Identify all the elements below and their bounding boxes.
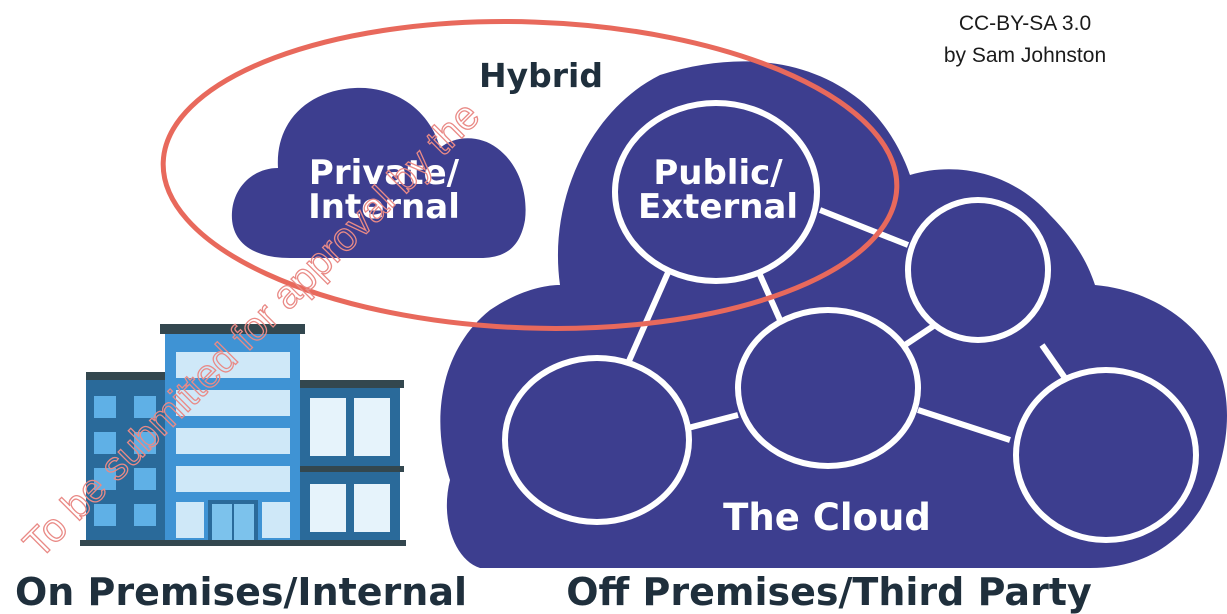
on-premises-label: On Premises/Internal xyxy=(15,570,467,614)
node-top-right xyxy=(905,197,1051,343)
link-middle-topright xyxy=(903,322,937,348)
hybrid-outline xyxy=(160,19,900,331)
private-cloud-shape xyxy=(231,87,526,258)
link-public-topright xyxy=(818,207,910,248)
public-node-label-1: Public/ xyxy=(653,153,783,193)
hybrid-label: Hybrid xyxy=(479,56,603,95)
link-public-left xyxy=(622,266,673,372)
node-middle xyxy=(735,307,921,469)
credit-line-2: by Sam Johnston xyxy=(944,44,1106,67)
building-icon xyxy=(80,324,406,546)
node-public-external xyxy=(612,100,820,284)
cloud-label: The Cloud xyxy=(723,496,931,539)
node-left xyxy=(502,355,692,525)
off-premises-label: Off Premises/Third Party xyxy=(566,570,1092,614)
network-links xyxy=(622,207,1068,443)
private-cloud-label-2: Internal xyxy=(308,187,460,227)
public-node-label-2: External xyxy=(638,187,798,227)
link-topright-right xyxy=(1039,343,1068,380)
network-nodes xyxy=(502,100,1199,543)
private-cloud-icon xyxy=(231,87,526,258)
node-right xyxy=(1013,367,1199,543)
private-cloud-label-1: Private/ xyxy=(309,153,460,193)
credit-line-1: CC-BY-SA 3.0 xyxy=(959,12,1091,35)
link-left-middle xyxy=(687,412,739,431)
link-middle-right xyxy=(917,407,1011,443)
